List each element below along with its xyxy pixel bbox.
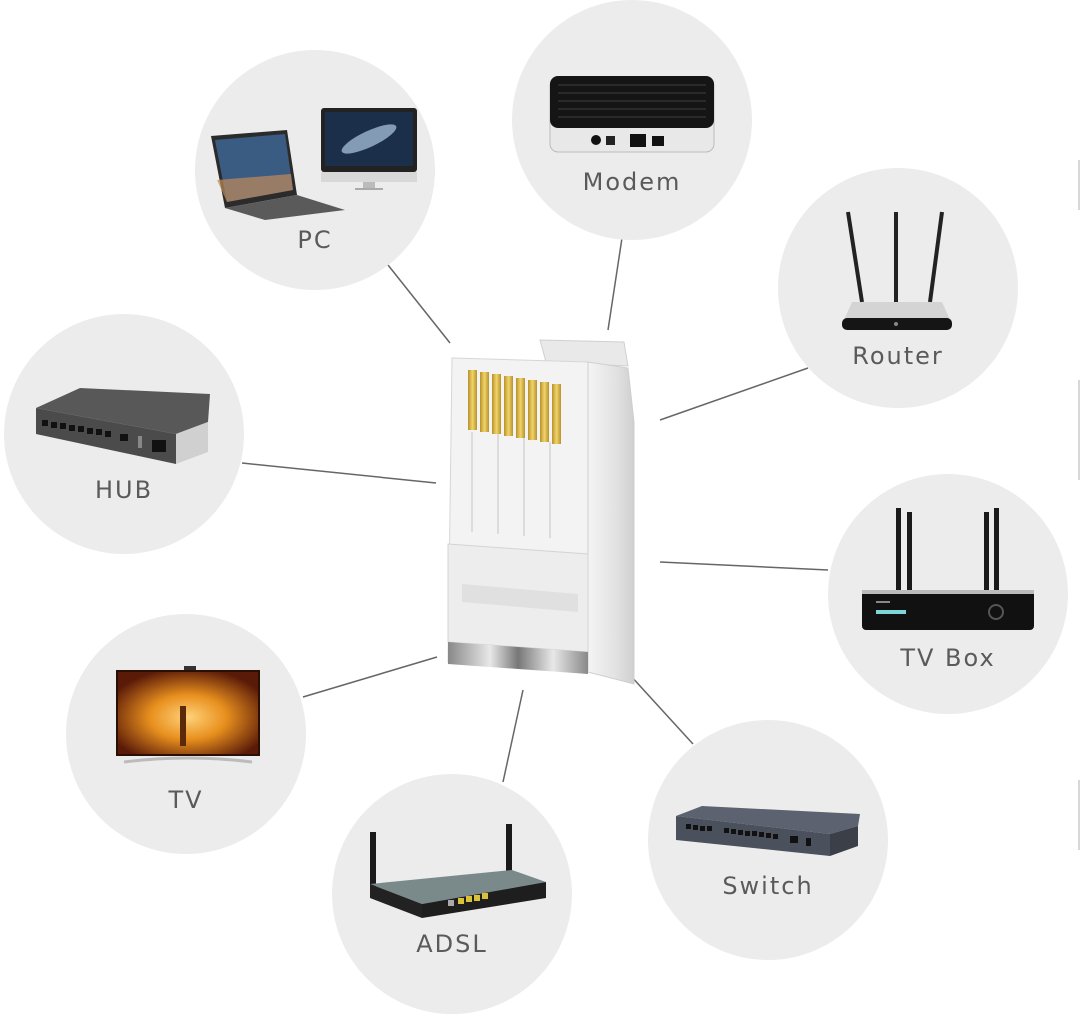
device-node-tv-box: TV Box <box>828 474 1068 714</box>
edge-mark <box>1078 160 1080 210</box>
device-label-tv-box: TV Box <box>900 644 996 672</box>
device-label-router: Router <box>852 342 944 370</box>
line-adsl <box>502 689 524 783</box>
line-modem <box>607 237 623 331</box>
line-pc <box>387 264 451 344</box>
rj45-connector-icon <box>447 339 635 685</box>
device-node-modem: Modem <box>512 0 752 240</box>
line-router <box>659 367 809 421</box>
device-label-hub: HUB <box>94 476 154 504</box>
device-node-tv: TV <box>66 614 306 854</box>
device-node-pc: PC <box>195 50 435 290</box>
device-node-switch: Switch <box>648 720 888 960</box>
device-label-pc: PC <box>297 226 333 254</box>
device-node-hub: HUB <box>4 314 244 554</box>
tv-box-icon <box>862 508 1034 630</box>
device-label-adsl: ADSL <box>416 930 488 958</box>
device-node-adsl: ADSL <box>332 774 572 1014</box>
router-icon <box>842 211 952 330</box>
switch-icon <box>676 806 860 856</box>
device-label-tv: TV <box>168 786 204 814</box>
device-label-modem: Modem <box>582 168 682 196</box>
pc-icon <box>211 108 417 220</box>
device-label-switch: Switch <box>722 872 814 900</box>
edge-mark <box>1078 380 1080 480</box>
line-tv <box>302 656 438 698</box>
hub-icon <box>36 388 210 464</box>
line-switch <box>629 674 694 745</box>
edge-mark <box>1078 780 1080 850</box>
adsl-icon <box>370 824 546 918</box>
tv-icon <box>116 666 260 764</box>
line-hub <box>241 462 437 484</box>
device-node-router: Router <box>778 168 1018 408</box>
contact-pins <box>468 370 561 444</box>
line-tv-box <box>659 561 829 571</box>
modem-icon <box>549 76 715 153</box>
